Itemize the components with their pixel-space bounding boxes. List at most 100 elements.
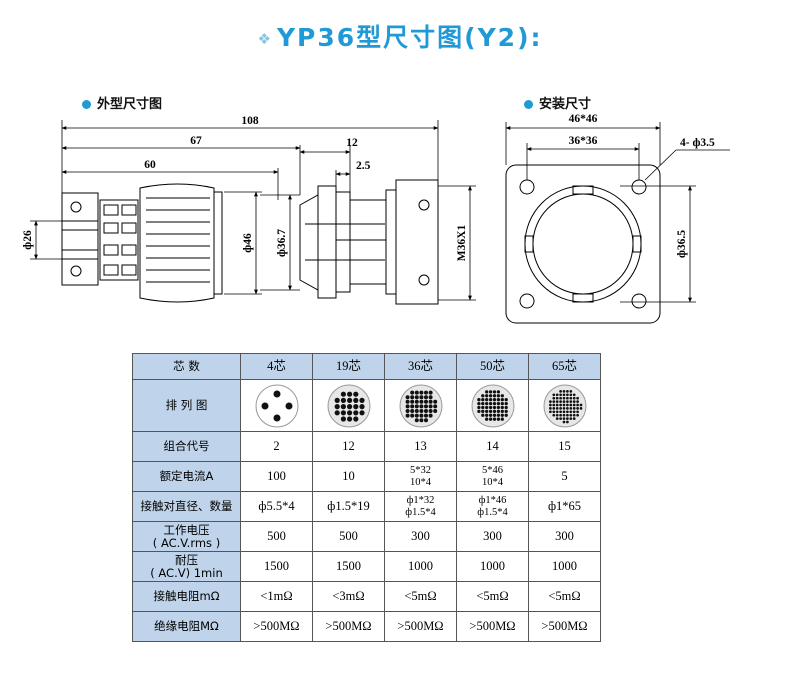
- row-label-line: 组合代号: [163, 439, 210, 454]
- row-label-line: 接触对直径、数量: [140, 499, 233, 514]
- pin-dot: [405, 399, 410, 404]
- pin-dot: [414, 390, 419, 395]
- outline-label-text: 外型尺寸图: [97, 97, 163, 112]
- pin-dot: [551, 399, 555, 403]
- bullet-icon: [82, 100, 91, 109]
- pin-dot: [496, 405, 500, 409]
- table-cell: <1mΩ: [240, 581, 313, 612]
- pin-dot: [562, 409, 565, 413]
- pin-dot: [423, 399, 428, 404]
- pin-dot: [476, 409, 481, 413]
- pin-dot: [558, 413, 562, 417]
- cell-value: 19芯: [335, 358, 361, 373]
- row-label: 绝缘电阻MΩ: [132, 611, 241, 642]
- pin-dot: [352, 397, 358, 403]
- cell-value: <5mΩ: [476, 588, 509, 603]
- pin-dot: [346, 415, 352, 422]
- install-section-label: 安装尺寸: [524, 93, 591, 112]
- pin-dot: [548, 406, 552, 410]
- table-cell: 12: [312, 431, 385, 462]
- cell-value: ф1*65: [547, 498, 582, 513]
- pin-dot: [405, 408, 410, 413]
- pin-dot: [568, 406, 572, 410]
- cell-value: >500MΩ: [325, 618, 372, 633]
- page-title: ❖YP36型尺寸图(Y2):: [0, 18, 800, 54]
- pin-dot: [492, 393, 496, 397]
- pin-dot: [565, 389, 569, 393]
- pin-dot: [346, 391, 352, 397]
- pin-dot: [480, 393, 484, 397]
- pin-dot: [555, 403, 559, 406]
- table-cell: 65芯: [528, 353, 601, 380]
- dim-phi46: ф46: [242, 233, 254, 253]
- pin-dot: [428, 394, 433, 399]
- table-cell: 100: [240, 461, 313, 492]
- table-row: 绝缘电阻MΩ>500MΩ>500MΩ>500MΩ>500MΩ>500MΩ: [132, 611, 601, 642]
- pin-dot: [352, 403, 358, 409]
- cell-value: 5: [561, 468, 568, 483]
- cell-value: 10: [342, 468, 355, 483]
- pin-dot: [409, 413, 414, 418]
- table-cell: 300: [384, 521, 457, 552]
- pin-dot: [428, 408, 433, 413]
- pin-dot: [480, 413, 484, 417]
- pin-dot: [346, 403, 352, 409]
- pin-dot: [423, 408, 428, 413]
- pin-dot: [476, 401, 481, 405]
- table-row: 接触电阻mΩ<1mΩ<3mΩ<5mΩ<5mΩ<5mΩ: [132, 581, 601, 612]
- pin-dot: [488, 393, 492, 397]
- row-label: 组合代号: [132, 431, 241, 462]
- pin-dot: [568, 403, 572, 406]
- pin-dot: [565, 420, 569, 423]
- cell-value: <3mΩ: [332, 588, 365, 603]
- pin-dot: [334, 397, 340, 403]
- table-cell: 19芯: [312, 353, 385, 380]
- table-cell: >500MΩ: [528, 611, 601, 642]
- pin-dot: [548, 403, 552, 406]
- table-cell: 300: [456, 521, 529, 552]
- pin-dot: [558, 399, 562, 403]
- pin-dot: [562, 396, 565, 400]
- pin-dot: [484, 413, 488, 417]
- pin-dot: [558, 409, 562, 413]
- cell-value: ф1.5*4: [405, 506, 436, 518]
- pin-dot: [575, 396, 579, 400]
- pin-dot: [575, 413, 579, 417]
- pin-dot: [409, 394, 414, 399]
- pin-dot: [558, 406, 562, 410]
- table-cell: <3mΩ: [312, 581, 385, 612]
- row-label: 芯 数: [132, 353, 241, 380]
- pin-dot: [273, 414, 280, 421]
- pin-dot: [418, 408, 423, 413]
- diamond-icon: ❖: [257, 30, 271, 48]
- pin-dot: [340, 397, 346, 403]
- pin-dot: [405, 413, 410, 418]
- pin-dot: [428, 390, 433, 395]
- table-cell: 500: [312, 521, 385, 552]
- cell-value: >500MΩ: [253, 618, 300, 633]
- table-cell: 14: [456, 431, 529, 462]
- table-cell: <5mΩ: [456, 581, 529, 612]
- pin-dot: [273, 390, 280, 397]
- pin-dot: [565, 413, 569, 417]
- table-cell: 10: [312, 461, 385, 492]
- table-cell: ф1.5*19: [312, 491, 385, 522]
- cell-value: 15: [558, 438, 571, 453]
- pin-dot: [568, 389, 572, 393]
- pin-dot: [480, 401, 484, 405]
- pin-layout-cell: [528, 379, 601, 432]
- pin-dot: [340, 415, 346, 422]
- row-label: 接触对直径、数量: [132, 491, 241, 522]
- cell-value: 5*46: [482, 465, 503, 477]
- pin-dot: [492, 389, 496, 394]
- pin-dot: [358, 403, 365, 409]
- pin-dot: [480, 405, 484, 409]
- pin-dot: [340, 391, 346, 397]
- table-cell: 36芯: [384, 353, 457, 380]
- pin-dot: [555, 413, 559, 417]
- dim-46x46: 46*46: [569, 113, 598, 125]
- table-cell: ф5.5*4: [240, 491, 313, 522]
- cell-value: 5*32: [410, 465, 431, 477]
